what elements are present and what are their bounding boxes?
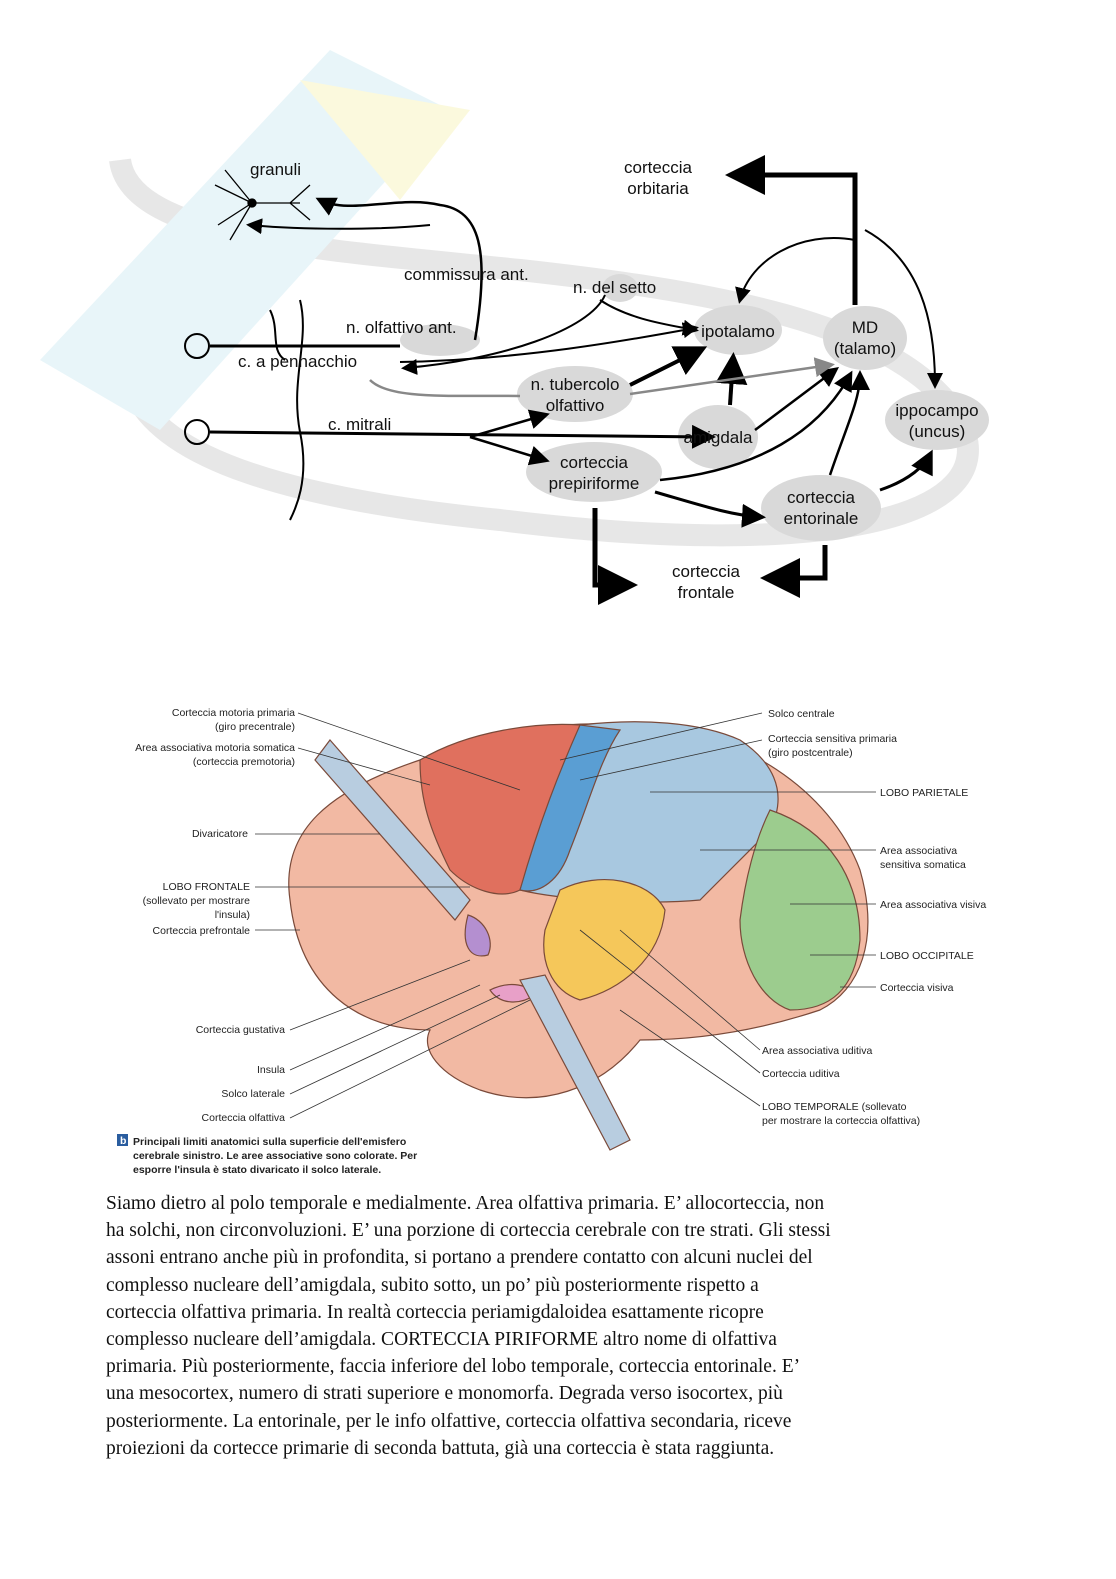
olfactory-pathway-diagram: granuli corteccia orbitaria commissura a… xyxy=(40,50,989,605)
caption-badge-letter: b xyxy=(120,1135,126,1147)
caption-line: cerebrale sinistro. Le aree associative … xyxy=(133,1150,417,1162)
caption-line: esporre l'insula è stato divaricato il s… xyxy=(133,1164,381,1176)
label-granuli: granuli xyxy=(250,160,301,179)
label-ipotalamo: ipotalamo xyxy=(701,322,775,341)
brain-label: Corteccia sensitiva primaria xyxy=(768,733,897,745)
brain-label: (giro precentrale) xyxy=(215,721,295,733)
brain-label: Area associativa uditiva xyxy=(762,1045,872,1057)
brain-label: Area associativa visiva xyxy=(880,899,986,911)
caption-line: Principali limiti anatomici sulla superf… xyxy=(133,1136,406,1148)
brain-label: LOBO FRONTALE xyxy=(163,881,250,893)
brain-label: Corteccia gustativa xyxy=(196,1024,285,1036)
label-frontale-1: corteccia xyxy=(672,562,741,581)
label-commissura: commissura ant. xyxy=(404,265,529,284)
paragraph-line: complesso nucleare dell’amigdala, subito… xyxy=(106,1274,759,1296)
brain-label: Corteccia olfattiva xyxy=(202,1112,286,1124)
brain-label: Insula xyxy=(257,1064,285,1076)
label-corteccia-orbitaria-1: corteccia xyxy=(624,158,693,177)
brain-label: Solco laterale xyxy=(221,1088,285,1100)
label-frontale-2: frontale xyxy=(678,583,735,602)
label-talamo: (talamo) xyxy=(834,339,896,358)
brain-label: (sollevato per mostrare xyxy=(143,895,251,907)
brain-label: sensitiva somatica xyxy=(880,859,966,871)
label-pennacchio: c. a pennacchio xyxy=(238,352,357,371)
label-mitrali: c. mitrali xyxy=(328,415,391,434)
paragraph-line: primaria. Più posteriormente, faccia inf… xyxy=(106,1356,801,1378)
label-entorinale-2: entorinale xyxy=(784,509,859,528)
brain-label: LOBO TEMPORALE (sollevato xyxy=(762,1101,907,1113)
brain-label: l'insula) xyxy=(215,909,250,921)
brain-label: Corteccia prefrontale xyxy=(153,925,251,937)
label-md: MD xyxy=(852,318,878,337)
caption-badge xyxy=(117,1134,128,1146)
paragraph-line: ha solchi, non circonvoluzioni. E’ una p… xyxy=(106,1220,831,1242)
paragraph-line: proiezioni da cortecce primarie di secon… xyxy=(106,1437,775,1459)
paragraph-line: posteriormente. La entorinale, per le in… xyxy=(106,1410,792,1432)
body-paragraph: Siamo dietro al polo temporale e medialm… xyxy=(106,1190,1006,1462)
label-amigdala: amigdala xyxy=(684,428,754,447)
glomerulus-icon xyxy=(184,333,210,445)
brain-label: Corteccia motoria primaria xyxy=(172,707,295,719)
label-tubercolo-1: n. tubercolo xyxy=(531,375,620,394)
brain-label: Area associativa motoria somatica xyxy=(135,742,295,754)
paragraph-line: Siamo dietro al polo temporale e medialm… xyxy=(106,1193,825,1214)
brain-label: Solco centrale xyxy=(768,708,835,720)
label-prepiriforme-2: prepiriforme xyxy=(549,474,640,493)
brain-label: LOBO PARIETALE xyxy=(880,787,968,799)
brain-label: LOBO OCCIPITALE xyxy=(880,950,974,962)
pathway-arrows xyxy=(209,155,943,605)
paragraph-line: assoni entrano anche più in profondita, … xyxy=(106,1247,813,1269)
brain-label: per mostrare la corteccia olfattiva) xyxy=(762,1115,920,1127)
label-corteccia-orbitaria-2: orbitaria xyxy=(627,179,689,198)
brain-shape xyxy=(288,721,869,1151)
label-entorinale-1: corteccia xyxy=(787,488,856,507)
brain-label: Divaricatore xyxy=(192,828,248,840)
paragraph-line: una mesocortex, numero di strati superio… xyxy=(106,1383,783,1405)
brain-lateral-view-illustration: Corteccia motoria primaria (giro precent… xyxy=(117,707,986,1176)
paragraph-line: complesso nucleare dell’amigdala. CORTEC… xyxy=(106,1329,777,1351)
leader-lines xyxy=(255,712,876,1119)
label-setto: n. del setto xyxy=(573,278,656,297)
label-olfattivo-ant: n. olfattivo ant. xyxy=(346,318,457,337)
brain-label: (giro postcentrale) xyxy=(768,747,853,759)
brain-label: Area associativa xyxy=(880,845,957,857)
nucleus-shapes xyxy=(400,274,989,541)
granule-cell-icon xyxy=(214,169,311,241)
label-ippocampo: ippocampo xyxy=(895,401,978,420)
brain-label: (corteccia premotoria) xyxy=(193,756,295,768)
paragraph-line: corteccia olfattiva primaria. In realtà … xyxy=(106,1301,764,1323)
label-prepiriforme-1: corteccia xyxy=(560,453,629,472)
brain-label: Corteccia uditiva xyxy=(762,1068,840,1080)
brain-label: Corteccia visiva xyxy=(880,982,954,994)
label-tubercolo-2: olfattivo xyxy=(546,396,605,415)
watermark-logo xyxy=(40,50,979,547)
label-uncus: (uncus) xyxy=(909,422,966,441)
